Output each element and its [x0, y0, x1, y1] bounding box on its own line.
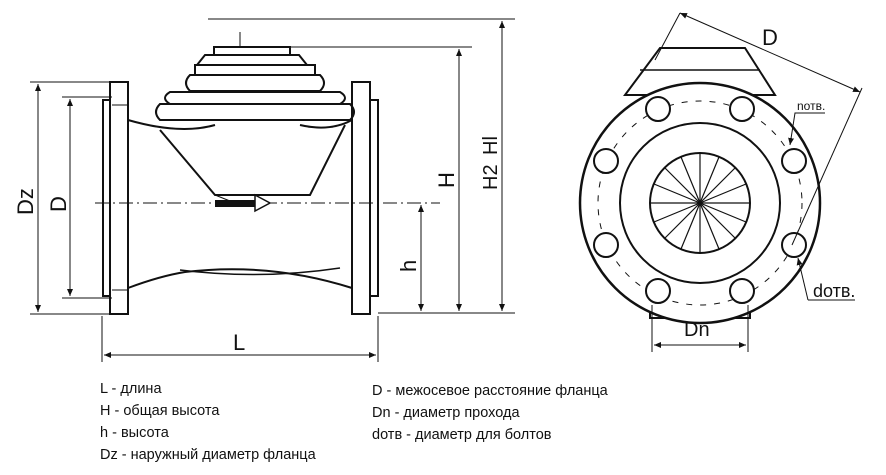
d-label: D	[46, 196, 71, 212]
d-otv-label: dотв.	[813, 281, 855, 301]
h-label: h	[396, 260, 421, 272]
h1-label: Hl	[480, 136, 502, 155]
legend-item: dотв - диаметр для болтов	[372, 427, 552, 443]
h-total-label: H	[434, 172, 459, 188]
legend-item: D - межосевое расстояние фланца	[372, 383, 608, 399]
legend-item: H - общая высота	[100, 403, 220, 419]
legend-left: L - длина H - общая высота h - высота Dz…	[100, 378, 316, 466]
bolt-holes	[593, 96, 807, 304]
legend-item: Dn - диаметр прохода	[372, 405, 520, 421]
n-otv-label: nотв.	[797, 99, 825, 113]
dz-label: Dz	[13, 188, 38, 215]
front-d-label: D	[762, 25, 778, 50]
front-view	[578, 12, 863, 352]
legend-item: L - длина	[100, 381, 162, 397]
h2-label: H2	[480, 164, 502, 190]
side-view	[30, 18, 515, 362]
legend-item: Dz - наружный диаметр фланца	[100, 447, 316, 463]
dn-label: Dn	[684, 319, 710, 341]
legend-right: D - межосевое расстояние фланца Dn - диа…	[372, 380, 608, 446]
l-label: L	[233, 330, 245, 355]
legend-item: h - высота	[100, 425, 169, 441]
